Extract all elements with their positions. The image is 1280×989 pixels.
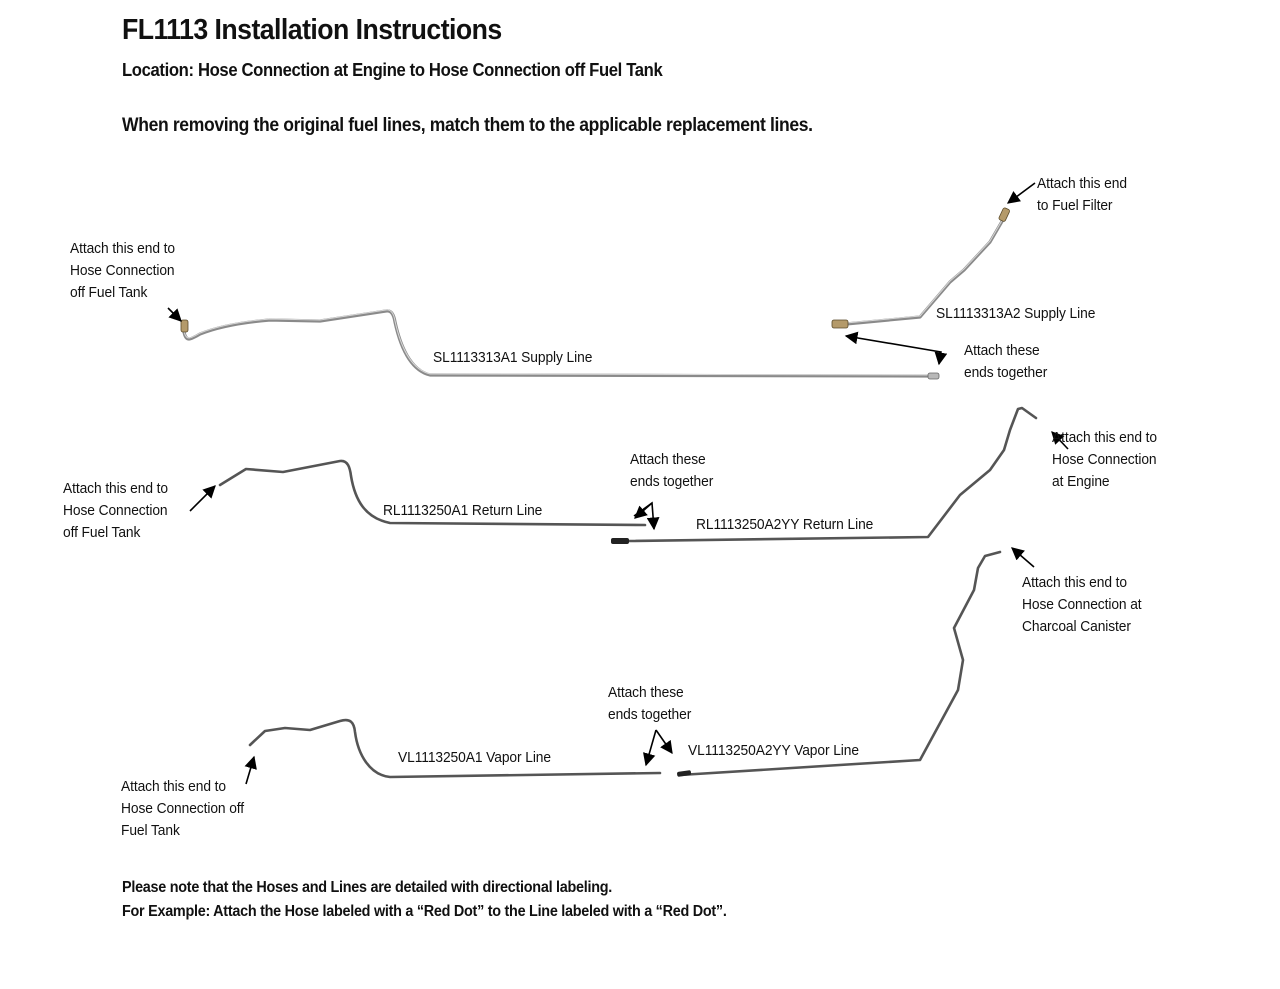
- supply-a1-flare-end: [927, 372, 940, 380]
- callout-line: off Fuel Tank: [70, 284, 148, 301]
- callout-line: Attach these: [608, 684, 684, 701]
- vapor-join-callout: Attach these ends together: [608, 682, 691, 726]
- supply-join-callout: Attach these ends together: [964, 340, 1047, 384]
- callout-line: Attach these: [964, 342, 1040, 359]
- callout-line: at Engine: [1052, 473, 1110, 490]
- callout-line: ends together: [608, 706, 692, 723]
- vapor-line-a1-label: VL1113250A1 Vapor Line: [398, 749, 551, 766]
- supply-join-arrow: [844, 331, 948, 366]
- supply-tank-fitting: [180, 319, 189, 333]
- vapor-a2-coupler: [677, 770, 692, 777]
- vapor-tank-arrow: [244, 755, 257, 785]
- return-join-arrow-left: [634, 502, 653, 519]
- callout-line: Fuel Tank: [121, 822, 180, 839]
- callout-line: ends together: [630, 473, 714, 490]
- callout-line: Attach this end: [1037, 175, 1127, 192]
- callout-line: Attach this end to: [70, 240, 175, 257]
- return-tank-callout: Attach this end to Hose Connection off F…: [63, 478, 168, 544]
- callout-line: ends together: [964, 364, 1048, 381]
- return-tank-arrow: [189, 485, 216, 512]
- callout-line: off Fuel Tank: [63, 524, 141, 541]
- vapor-line-a2-tube: [678, 550, 1002, 777]
- callout-line: Attach this end to: [1022, 574, 1127, 591]
- supply-line-a2-label: SL1113313A2 Supply Line: [936, 305, 1096, 322]
- directional-labeling-note: Please note that the Hoses and Lines are…: [122, 879, 613, 896]
- callout-line: Hose Connection: [63, 502, 168, 519]
- supply-filter-arrow: [1006, 182, 1036, 204]
- red-dot-example-note: For Example: Attach the Hose labeled wit…: [122, 903, 727, 920]
- vapor-join-arrow-left: [643, 729, 657, 767]
- intro-instruction: When removing the original fuel lines, m…: [122, 114, 813, 136]
- return-line-a2-label: RL1113250A2YY Return Line: [696, 516, 874, 533]
- supply-tank-callout: Attach this end to Hose Connection off F…: [70, 238, 175, 304]
- vapor-tank-callout: Attach this end to Hose Connection off F…: [121, 776, 244, 842]
- callout-line: Attach this end to: [1052, 429, 1157, 446]
- supply-filter-fitting: [998, 207, 1010, 222]
- return-engine-arrow: [1051, 431, 1069, 450]
- return-a2-coupler: [611, 538, 629, 544]
- return-line-a1-label: RL1113250A1 Return Line: [383, 502, 543, 519]
- callout-line: to Fuel Filter: [1037, 197, 1113, 214]
- callout-line: Charcoal Canister: [1022, 618, 1131, 635]
- location-subtitle: Location: Hose Connection at Engine to H…: [122, 59, 663, 80]
- vapor-join-arrow-right: [655, 729, 673, 755]
- return-line-a2-tube: [626, 406, 1038, 543]
- callout-line: Attach these: [630, 451, 706, 468]
- supply-line-a1-label: SL1113313A1 Supply Line: [433, 349, 593, 366]
- callout-line: Hose Connection: [70, 262, 175, 279]
- callout-line: Hose Connection off: [121, 800, 245, 817]
- return-line-a1-tube: [218, 459, 647, 527]
- vapor-canister-arrow: [1011, 547, 1035, 568]
- callout-line: Hose Connection: [1052, 451, 1157, 468]
- return-engine-callout: Attach this end to Hose Connection at En…: [1052, 427, 1157, 493]
- vapor-line-a1-tube: [248, 718, 662, 779]
- callout-line: Attach this end to: [63, 480, 168, 497]
- supply-tank-arrow: [167, 307, 182, 322]
- vapor-canister-callout: Attach this end to Hose Connection at Ch…: [1022, 572, 1142, 638]
- supply-line-a2-tube: [844, 216, 1006, 326]
- callout-line: Attach this end to: [121, 778, 226, 795]
- supply-a2-join-fitting: [831, 319, 849, 329]
- supply-filter-callout: Attach this end to Fuel Filter: [1037, 173, 1127, 217]
- vapor-line-a2-label: VL1113250A2YY Vapor Line: [688, 742, 859, 759]
- page-title: FL1113 Installation Instructions: [122, 14, 502, 46]
- supply-line-a1-tube: [182, 309, 932, 378]
- callout-line: Hose Connection at: [1022, 596, 1142, 613]
- return-join-callout: Attach these ends together: [630, 449, 713, 493]
